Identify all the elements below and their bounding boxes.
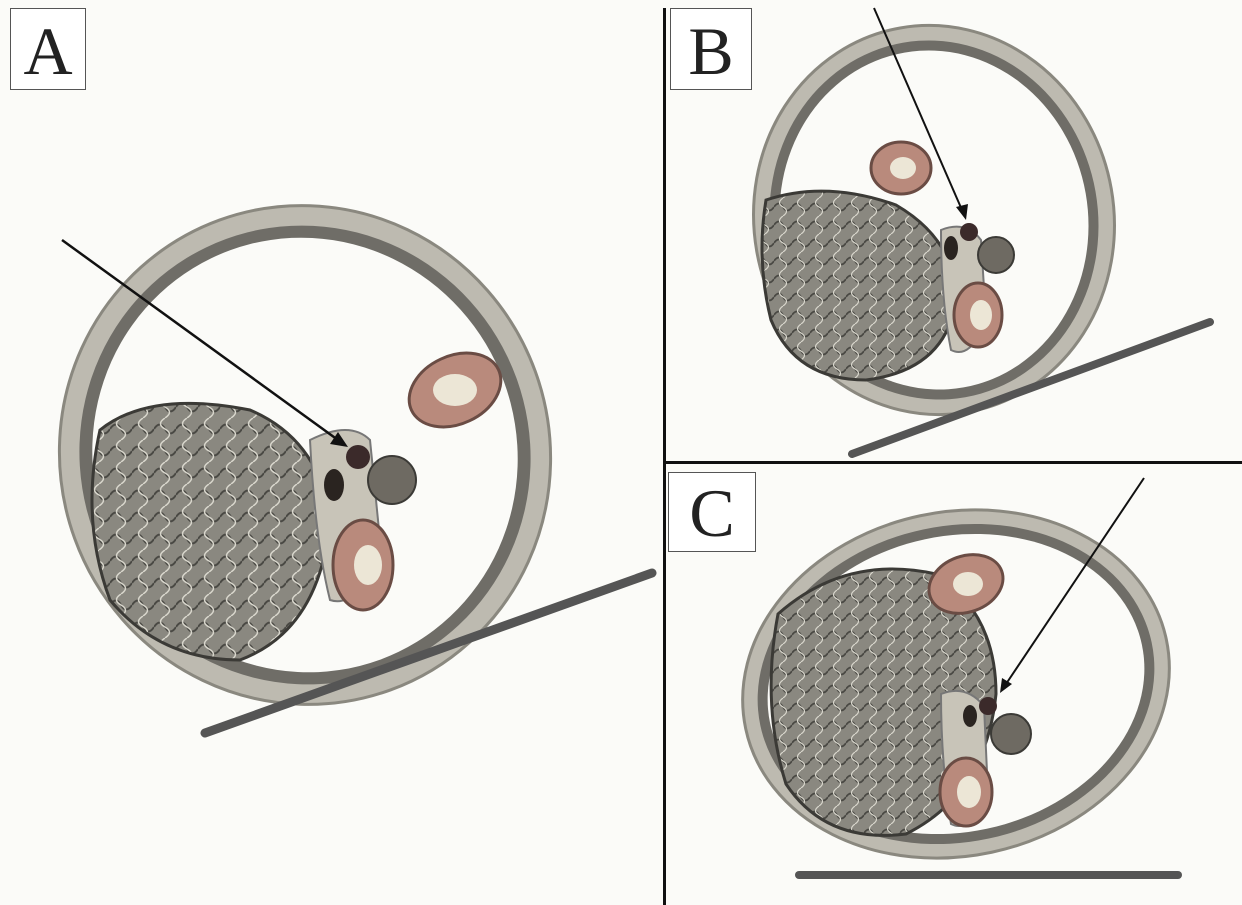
vessel-2-b <box>944 236 958 260</box>
panel-label-a: A <box>10 8 86 90</box>
muscle-right-b <box>978 237 1014 273</box>
kidney-upper-core-b <box>890 157 916 179</box>
cross-section-b <box>666 0 1242 462</box>
vessel-2-c <box>963 705 977 727</box>
vessel-c <box>979 697 997 715</box>
vessel-b <box>960 223 978 241</box>
panel-label-c: C <box>668 472 756 552</box>
horizontal-divider <box>664 461 1242 464</box>
cross-section-a <box>0 0 664 905</box>
kidney-lower-core-a <box>354 545 382 585</box>
kidney-lower-core-c <box>957 776 981 808</box>
panel-b: B <box>666 0 1242 462</box>
vessel-2-a <box>324 469 344 501</box>
muscle-right-c <box>991 714 1031 754</box>
muscle-right-a <box>368 456 416 504</box>
kidney-upper-core-a <box>433 374 477 406</box>
panel-label-b: B <box>670 8 752 90</box>
kidney-lower-core-b <box>970 300 992 330</box>
vessel-a <box>346 445 370 469</box>
panel-c: C <box>666 464 1242 905</box>
vertical-divider <box>663 8 666 905</box>
panel-a: A <box>0 0 664 905</box>
kidney-upper-core-c <box>953 572 983 596</box>
